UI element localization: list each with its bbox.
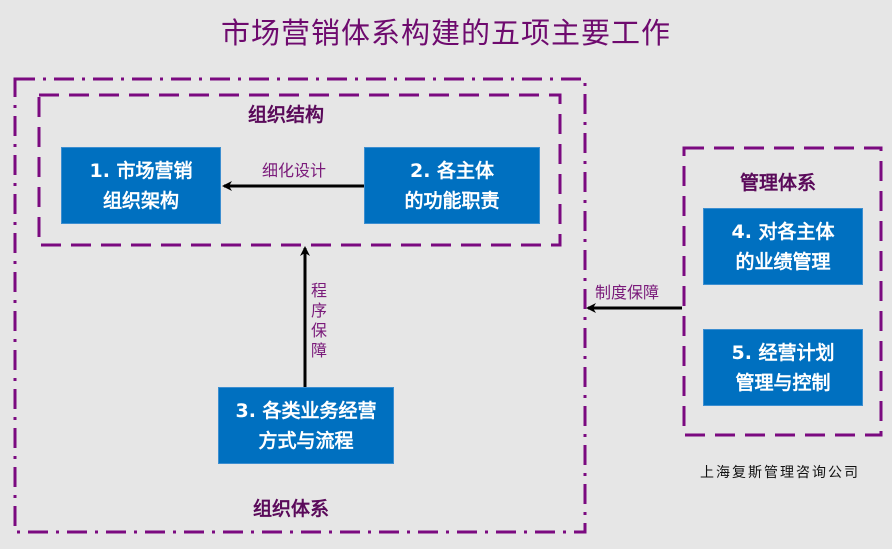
box-line: 组织架构 (102, 189, 179, 212)
box-performance-mgmt: 4. 对各主体 的业绩管理 (703, 208, 863, 285)
org-structure-label: 组织结构 (248, 104, 325, 126)
system-guarantee-label: 制度保障 (595, 283, 660, 302)
box-line: 的功能职责 (404, 189, 500, 212)
box-line: 5. 经营计划 (731, 341, 835, 364)
box-line: 1. 市场营销 (89, 159, 193, 182)
mgmt-system-label: 管理体系 (740, 172, 817, 194)
company-name: 上海复斯管理咨询公司 (700, 465, 860, 481)
box-business-process: 3. 各类业务经营 方式与流程 (218, 387, 394, 464)
mgmt-system-frame (682, 146, 883, 437)
box-entity-functions: 2. 各主体 的功能职责 (364, 147, 540, 224)
org-system-label: 组织体系 (253, 498, 330, 520)
box-line: 2. 各主体 (409, 159, 495, 182)
box-line: 4. 对各主体 (731, 220, 835, 243)
box-line: 管理与控制 (735, 371, 831, 394)
box-plan-control: 5. 经营计划 管理与控制 (703, 329, 863, 406)
refine-design-label: 细化设计 (262, 161, 327, 180)
page-title: 市场营销体系构建的五项主要工作 (220, 16, 671, 50)
procedure-guarantee-label: 程序保障 (310, 281, 327, 360)
box-line: 的业绩管理 (735, 250, 831, 273)
org-structure-frame (37, 93, 562, 247)
org-system-frame (13, 77, 587, 534)
box-line: 3. 各类业务经营 (235, 399, 377, 422)
box-line: 方式与流程 (258, 429, 354, 452)
box-org-architecture: 1. 市场营销 组织架构 (61, 147, 221, 224)
